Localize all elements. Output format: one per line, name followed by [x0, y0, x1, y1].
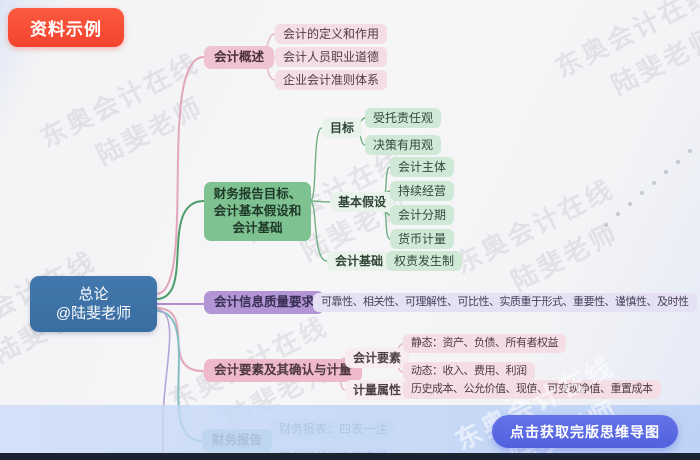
leaf-node[interactable]: 会计主体 — [390, 157, 455, 178]
leaf-node[interactable]: 会计的定义和作用 — [275, 24, 388, 45]
leaf-node[interactable]: 静态：资产、负债、所有者权益 — [403, 334, 566, 354]
leaf-node[interactable]: 动态：收入、费用、利润 — [403, 362, 535, 382]
leaf-node[interactable]: 受托责任观 — [365, 108, 442, 129]
leaf-node[interactable]: 可靠性、相关性、可理解性、可比性、实质重于形式、重要性、谨慎性、及时性 — [313, 293, 697, 313]
root-title: 总论 — [78, 285, 109, 303]
get-full-mindmap-button[interactable]: 点击获取完版思维导图 — [492, 415, 678, 448]
bottom-bar — [0, 453, 700, 460]
sample-badge: 资料示例 — [8, 8, 124, 47]
group-label[interactable]: 计量属性 — [345, 380, 410, 401]
group-label[interactable]: 会计要素 — [345, 348, 410, 369]
leaf-node[interactable]: 企业会计准则体系 — [275, 70, 388, 91]
branch-overview[interactable]: 会计概述 — [204, 46, 275, 69]
leaf-node[interactable]: 权责发生制 — [386, 251, 463, 272]
leaf-node[interactable]: 会计人员职业道德 — [275, 47, 388, 68]
branch-goals[interactable]: 财务报告目标、会计基本假设和会计基础 — [204, 182, 311, 241]
branch-quality[interactable]: 会计信息质量要求 — [204, 291, 325, 314]
leaf-node[interactable]: 决策有用观 — [365, 135, 442, 156]
group-label[interactable]: 会计基础 — [327, 251, 392, 272]
branch-elements[interactable]: 会计要素及其确认与计量 — [204, 359, 362, 382]
leaf-node[interactable]: 历史成本、公允价值、现值、可变现净值、重置成本 — [403, 380, 661, 400]
group-label[interactable]: 目标 — [322, 118, 363, 139]
root-node[interactable]: 总论 @陆斐老师 — [30, 276, 157, 332]
group-label[interactable]: 基本假设 — [330, 192, 395, 213]
leaf-node[interactable]: 持续经营 — [390, 181, 455, 202]
leaf-node[interactable]: 会计分期 — [390, 205, 455, 226]
leaf-node[interactable]: 货币计量 — [390, 229, 455, 250]
root-subtitle: @陆斐老师 — [55, 304, 132, 322]
